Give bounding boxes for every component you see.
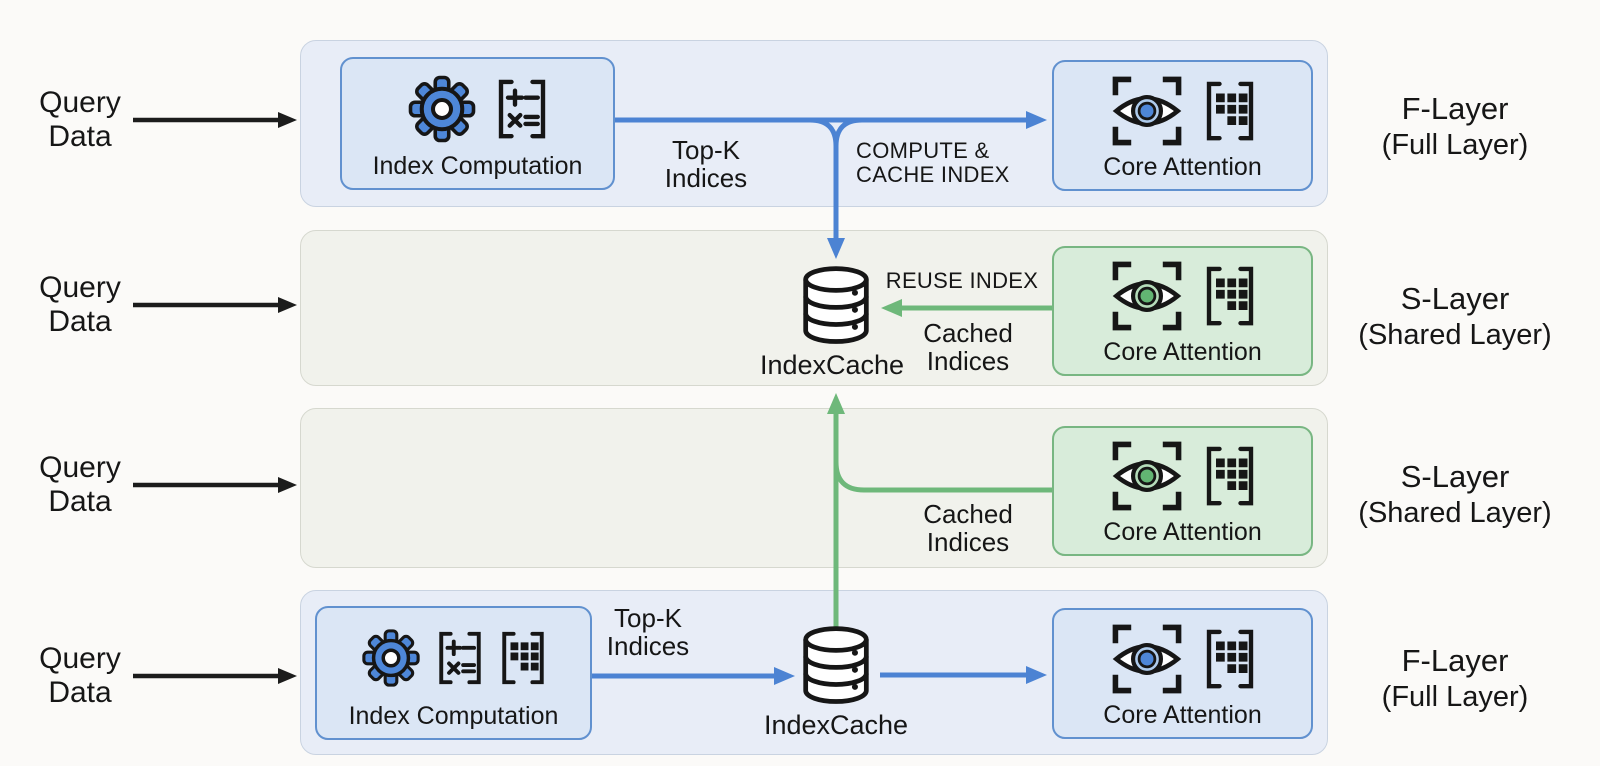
calc-matrix-icon xyxy=(494,74,550,144)
query-data-label: Query Data xyxy=(39,642,121,709)
core-attention-node: Core Attention xyxy=(1052,60,1313,191)
index-computation-node: Index Computation xyxy=(315,606,592,740)
gear-icon xyxy=(406,73,478,145)
eye-scan-icon xyxy=(1108,257,1186,335)
eye-scan-icon xyxy=(1108,72,1186,150)
top-k-indices-label: Top-K Indices xyxy=(606,603,690,661)
database-icon xyxy=(800,264,872,348)
top-k-indices-label: Top-K Indices xyxy=(664,135,748,193)
core-attention-node: Core Attention xyxy=(1052,608,1313,739)
cached-indices-label: Cached Indices xyxy=(923,499,1013,557)
query-data-label: Query Data xyxy=(39,451,121,518)
eye-scan-icon xyxy=(1108,620,1186,698)
core-attention-node: Core Attention xyxy=(1052,246,1313,376)
dot-matrix-icon xyxy=(1202,76,1258,146)
dot-matrix-icon xyxy=(498,626,548,690)
index-cache-node xyxy=(800,624,872,708)
calc-matrix-icon xyxy=(435,626,485,690)
eye-scan-icon xyxy=(1108,437,1186,515)
layer-label-s-1: S-Layer (Shared Layer) xyxy=(1358,281,1552,351)
query-data-label: Query Data xyxy=(39,271,121,338)
compute-cache-index-label: COMPUTE & CACHE INDEX xyxy=(856,138,1010,187)
query-arrows xyxy=(133,112,297,684)
dot-matrix-icon xyxy=(1202,624,1258,694)
layer-label-f-top: F-Layer (Full Layer) xyxy=(1381,91,1529,161)
dot-matrix-icon xyxy=(1202,441,1258,511)
index-cache-label: IndexCache xyxy=(759,350,905,380)
dot-matrix-icon xyxy=(1202,261,1258,331)
index-cache-node xyxy=(800,264,872,348)
cached-indices-label: Cached Indices xyxy=(923,318,1013,376)
layer-label-f-bottom: F-Layer (Full Layer) xyxy=(1381,643,1529,713)
core-attention-node: Core Attention xyxy=(1052,426,1313,556)
reuse-index-label: REUSE INDEX xyxy=(885,268,1039,293)
layer-label-s-2: S-Layer (Shared Layer) xyxy=(1358,459,1552,529)
index-computation-node: Index Computation xyxy=(340,57,615,190)
index-cache-label: IndexCache xyxy=(763,710,909,740)
query-data-label: Query Data xyxy=(39,86,121,153)
database-icon xyxy=(800,624,872,708)
gear-icon xyxy=(360,627,422,689)
